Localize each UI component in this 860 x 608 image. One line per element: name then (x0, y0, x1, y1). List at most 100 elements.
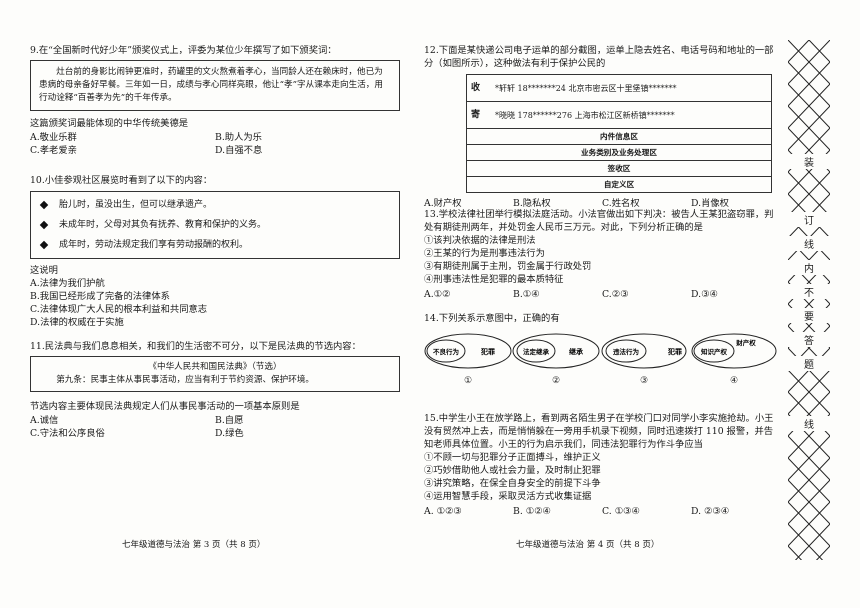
q9-option-a[interactable]: A.敬业乐群 (30, 132, 77, 143)
q10-bullet: 成年时，劳动法规定我们享有劳动报酬的权利。 (39, 235, 389, 255)
q12-options: A.财产权 B.隐私权 C.姓名权 D.肖像权 (424, 197, 780, 210)
diagram-number: ③ (640, 376, 649, 386)
question-15: 15.中学生小王在放学路上，看到两名陌生男子在学校门口对同学小李实施抢劫。小王没… (424, 412, 780, 518)
question-10: 10.小佳参观社区展览时看到了以下的内容： 胎儿时，虽没出生，但可以继承遗产。 … (30, 174, 400, 329)
q15-stem: 15.中学生小王在放学路上，看到两名陌生男子在学校门口对同学小李实施抢劫。小王没… (424, 413, 774, 450)
binding-char: 不 (788, 284, 830, 299)
recipient-label: 收 (471, 82, 481, 93)
relation-diagram-4: 知识产权 财产权 ④ (690, 331, 780, 386)
q12-stem: 12.下面是某快递公司电子运单的部分截图，运单上隐去姓名、电话号码和地址的一部分… (424, 45, 774, 69)
q10-question: 这说明 (30, 265, 58, 276)
q13-option-c[interactable]: C.②③ (602, 289, 629, 300)
q13-options: A.①② B.①④ C.②③ D.③④ (424, 288, 780, 301)
q12-option-c[interactable]: C.姓名权 (602, 198, 640, 209)
q10-option-b[interactable]: B.我国已经形成了完备的法律体系 (30, 291, 170, 302)
diagram-number: ② (552, 376, 561, 386)
question-12: 12.下面是某快递公司电子运单的部分截图，运单上隐去姓名、电话号码和地址的一部分… (424, 44, 780, 210)
binding-char: 内 (788, 260, 830, 275)
diamond-bullet-icon (39, 240, 49, 250)
diagram-inner-label: 法定继承 (523, 347, 550, 356)
relation-diagram-2: 法定继承 继承 ② (512, 331, 600, 386)
question-11: 11.民法典与我们息息相关，和我们的生活密不可分，以下是民法典的节选内容： 《中… (30, 340, 400, 440)
q15-option-d[interactable]: D. ②③④ (691, 506, 730, 517)
diagram-inner-label: 知识产权 (701, 347, 728, 356)
q15-option-a[interactable]: A. ①②③ (424, 506, 462, 517)
q13-option-d[interactable]: D.③④ (691, 289, 718, 300)
q13-statement: ①该判决依据的法律是刑法 (424, 235, 536, 246)
binding-crosshatch-pattern (788, 40, 830, 560)
q10-stem: 10.小佳参观社区展览时看到了以下的内容： (30, 175, 213, 186)
q9-option-d[interactable]: D.自强不息 (215, 145, 263, 156)
sender-value: *晓晓 178******276 上海市松江区新桥镇******* (495, 110, 675, 120)
q11-option-d[interactable]: D.绿色 (215, 428, 244, 439)
q11-law-excerpt-box: 《中华人民共和国民法典》（节选） 第九条：民事主体从事民事活动，应当有利于节约资… (30, 356, 400, 392)
question-14: 14.下列关系示意图中，正确的有 不良行为 犯罪 ① 法定继承 继承 (424, 312, 780, 389)
right-page: 12.下面是某快递公司电子运单的部分截图，运单上隐去姓名、电话号码和地址的一部分… (424, 0, 780, 608)
waybill-recipient-row: 收 *轩轩 18*******24 北京市密云区十里堡镇******* (467, 75, 771, 102)
question-13: 13.学校法律社团举行模拟法庭活动。小法官做出如下判决：被告人王某犯盗窃罪，判处… (424, 208, 780, 301)
q11-option-b[interactable]: B.自愿 (215, 415, 244, 426)
recipient-value: *轩轩 18*******24 北京市密云区十里堡镇******* (495, 83, 677, 93)
q9-question: 这篇颁奖词最能体现的中华传统美德是 (30, 118, 189, 129)
q13-statement: ②王某的行为是刑事违法行为 (424, 248, 545, 259)
q11-options: A.诚信 B.自愿 C.守法和公序良俗 D.绿色 (30, 414, 400, 440)
right-page-footer: 七年级道德与法治 第 4 页（共 8 页） (516, 540, 660, 550)
waybill-image: 收 *轩轩 18*******24 北京市密云区十里堡镇******* 寄 *晓… (466, 74, 772, 193)
diagram-number: ④ (730, 376, 739, 386)
q10-option-a[interactable]: A.法律为我们护航 (30, 278, 105, 289)
q12-option-a[interactable]: A.财产权 (424, 198, 462, 209)
q15-option-c[interactable]: C. ①③④ (602, 506, 640, 517)
waybill-zone: 签收区 (467, 161, 771, 177)
q11-option-a[interactable]: A.诚信 (30, 415, 59, 426)
left-page-footer: 七年级道德与法治 第 3 页（共 8 页） (122, 540, 266, 550)
sender-label: 寄 (471, 109, 481, 120)
waybill-zone: 业务类别及业务处理区 (467, 145, 771, 161)
q9-stem: 9.在“全国新时代好少年”颁奖仪式上，评委为某位少年撰写了如下颁奖词： (30, 45, 337, 56)
q14-stem: 14.下列关系示意图中，正确的有 (424, 313, 560, 324)
left-page: 9.在“全国新时代好少年”颁奖仪式上，评委为某位少年撰写了如下颁奖词： 灶台前的… (30, 0, 400, 608)
q15-option-b[interactable]: B. ①②④ (513, 506, 551, 517)
binding-char: 线 (788, 236, 830, 251)
q9-options: A.敬业乐群 B.助人为乐 C.孝老爱亲 D.自强不息 (30, 131, 400, 157)
q9-option-c[interactable]: C.孝老爱亲 (30, 145, 77, 156)
q13-option-a[interactable]: A.①② (424, 289, 451, 300)
binding-char: 装 (788, 154, 830, 169)
question-9: 9.在“全国新时代好少年”颁奖仪式上，评委为某位少年撰写了如下颁奖词： 灶台前的… (30, 44, 400, 157)
q11-stem: 11.民法典与我们息息相关，和我们的生活密不可分，以下是民法典的节选内容： (30, 341, 361, 352)
q15-statement: ①不顾一切与犯罪分子正面搏斗，维护正义 (424, 452, 601, 463)
binding-char: 订 (788, 212, 830, 227)
diagram-inner-label: 违法行为 (613, 347, 639, 356)
q10-option-d[interactable]: D.法律的权威在于实施 (30, 317, 124, 328)
diamond-bullet-icon (39, 220, 49, 230)
q9-option-b[interactable]: B.助人为乐 (215, 132, 262, 143)
binding-char: 线 (788, 416, 830, 431)
q13-statement: ④刑事违法性是犯罪的最本质特征 (424, 274, 564, 285)
waybill-zone: 内件信息区 (467, 129, 771, 145)
diamond-bullet-icon (39, 200, 49, 210)
diagram-outer-label: 犯罪 (667, 347, 682, 356)
binding-char: 要 (788, 308, 830, 323)
q12-option-d[interactable]: D.肖像权 (691, 198, 729, 209)
diagram-outer-label: 犯罪 (480, 347, 495, 356)
waybill-zone: 自定义区 (603, 180, 635, 189)
binding-char: 答 (788, 332, 830, 347)
q13-statement: ③有期徒刑属于主刑，罚金属于行政处罚 (424, 261, 592, 272)
relation-diagram-3: 违法行为 犯罪 ③ (600, 331, 690, 386)
waybill-sender-row: 寄 *晓晓 178******276 上海市松江区新桥镇******* (467, 102, 771, 129)
q10-bullet: 胎儿时，虽没出生，但可以继承遗产。 (39, 195, 389, 215)
q15-statement: ②巧妙借助他人或社会力量，及时制止犯罪 (424, 465, 601, 476)
q12-option-b[interactable]: B.隐私权 (513, 198, 551, 209)
law-excerpt-body: 第九条：民事主体从事民事活动，应当有利于节约资源、保护环境。 (56, 375, 315, 385)
diagram-number: ① (464, 376, 473, 386)
q11-question: 节选内容主要体现民法典规定人们从事民事活动的一项基本原则是 (30, 401, 300, 412)
q10-exhibit-box: 胎儿时，虽没出生，但可以继承遗产。 未成年时，父母对其负有抚养、教育和保护的义务… (30, 191, 400, 259)
q13-stem: 13.学校法律社团举行模拟法庭活动。小法官做出如下判决：被告人王某犯盗窃罪，判处… (424, 209, 774, 233)
q15-options: A. ①②③ B. ①②④ C. ①③④ D. ②③④ (424, 505, 780, 518)
q13-option-b[interactable]: B.①④ (513, 289, 540, 300)
diagram-outer-label: 财产权 (736, 338, 756, 347)
binding-margin-strip: 装 订 线 内 不 要 答 题 线 (788, 40, 830, 560)
q9-citation-box: 灶台前的身影比闹钟更准时，药罐里的文火熬煮着孝心，当同龄人还在赖床时，他已为患病… (30, 60, 400, 111)
q10-option-c[interactable]: C.法律体现广大人民的根本利益和共同意志 (30, 304, 208, 315)
q15-statement: ④运用智慧手段，采取灵活方式收集证据 (424, 491, 592, 502)
q11-option-c[interactable]: C.守法和公序良俗 (30, 428, 105, 439)
